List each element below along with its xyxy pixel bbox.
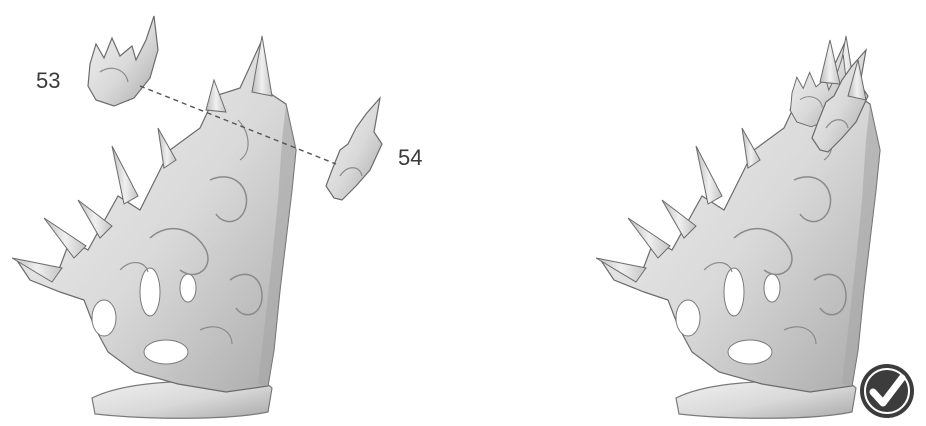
exploded-view bbox=[12, 16, 382, 418]
assembled-view bbox=[596, 36, 880, 418]
part-number-54: 54 bbox=[398, 145, 422, 171]
part-53-piece bbox=[88, 16, 158, 106]
checkmark-circle-icon bbox=[858, 362, 916, 420]
part-number-53: 53 bbox=[36, 68, 60, 94]
part-54-piece bbox=[326, 98, 382, 200]
